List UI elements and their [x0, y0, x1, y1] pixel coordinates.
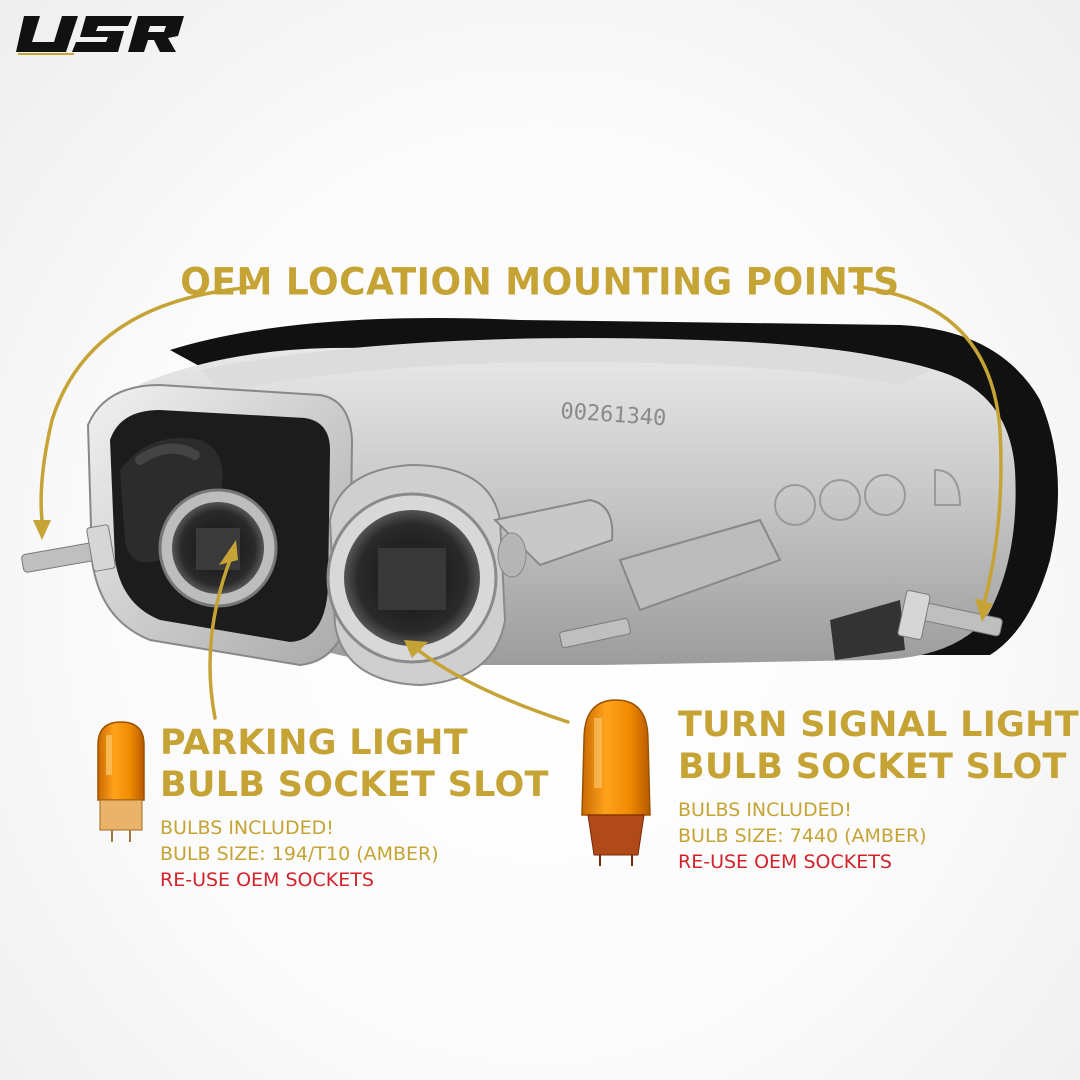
turn-signal-title: TURN SIGNAL LIGHT BULB SOCKET SLOT: [678, 704, 1079, 788]
parking-light-details: BULBS INCLUDED! BULB SIZE: 194/T10 (AMBE…: [160, 815, 439, 893]
parking-light-title: PARKING LIGHT BULB SOCKET SLOT: [160, 722, 549, 806]
arrow-left-mounting: [39, 285, 257, 522]
arrow-turn-socket: [416, 648, 570, 724]
arrow-parking-socket: [208, 558, 232, 720]
turn-signal-title-line2: BULB SOCKET SLOT: [678, 747, 1067, 787]
parking-light-title-line2: BULB SOCKET SLOT: [160, 765, 549, 805]
usr-logo: [16, 16, 184, 55]
turn-reuse-sockets: RE-USE OEM SOCKETS: [678, 851, 892, 873]
wedge-bulb-7440-icon: [581, 699, 651, 866]
right-mounting-stud: [897, 590, 1003, 640]
parking-reuse-sockets: RE-USE OEM SOCKETS: [160, 869, 374, 891]
wedge-bulb-194-icon: [97, 721, 145, 842]
parking-bulbs-included: BULBS INCLUDED!: [160, 817, 334, 839]
turn-bulbs-included: BULBS INCLUDED!: [678, 799, 852, 821]
arrow-right-mounting: [853, 285, 1003, 602]
turn-signal-details: BULBS INCLUDED! BULB SIZE: 7440 (AMBER) …: [678, 797, 927, 875]
parking-bulb-size: BULB SIZE: 194/T10 (AMBER): [160, 843, 439, 865]
left-mounting-stud: [21, 524, 116, 573]
headline-mounting-points: OEM LOCATION MOUNTING POINTS: [180, 260, 900, 305]
parking-light-title-line1: PARKING LIGHT: [160, 723, 468, 763]
turn-signal-title-line1: TURN SIGNAL LIGHT: [678, 705, 1079, 745]
turn-bulb-size: BULB SIZE: 7440 (AMBER): [678, 825, 927, 847]
